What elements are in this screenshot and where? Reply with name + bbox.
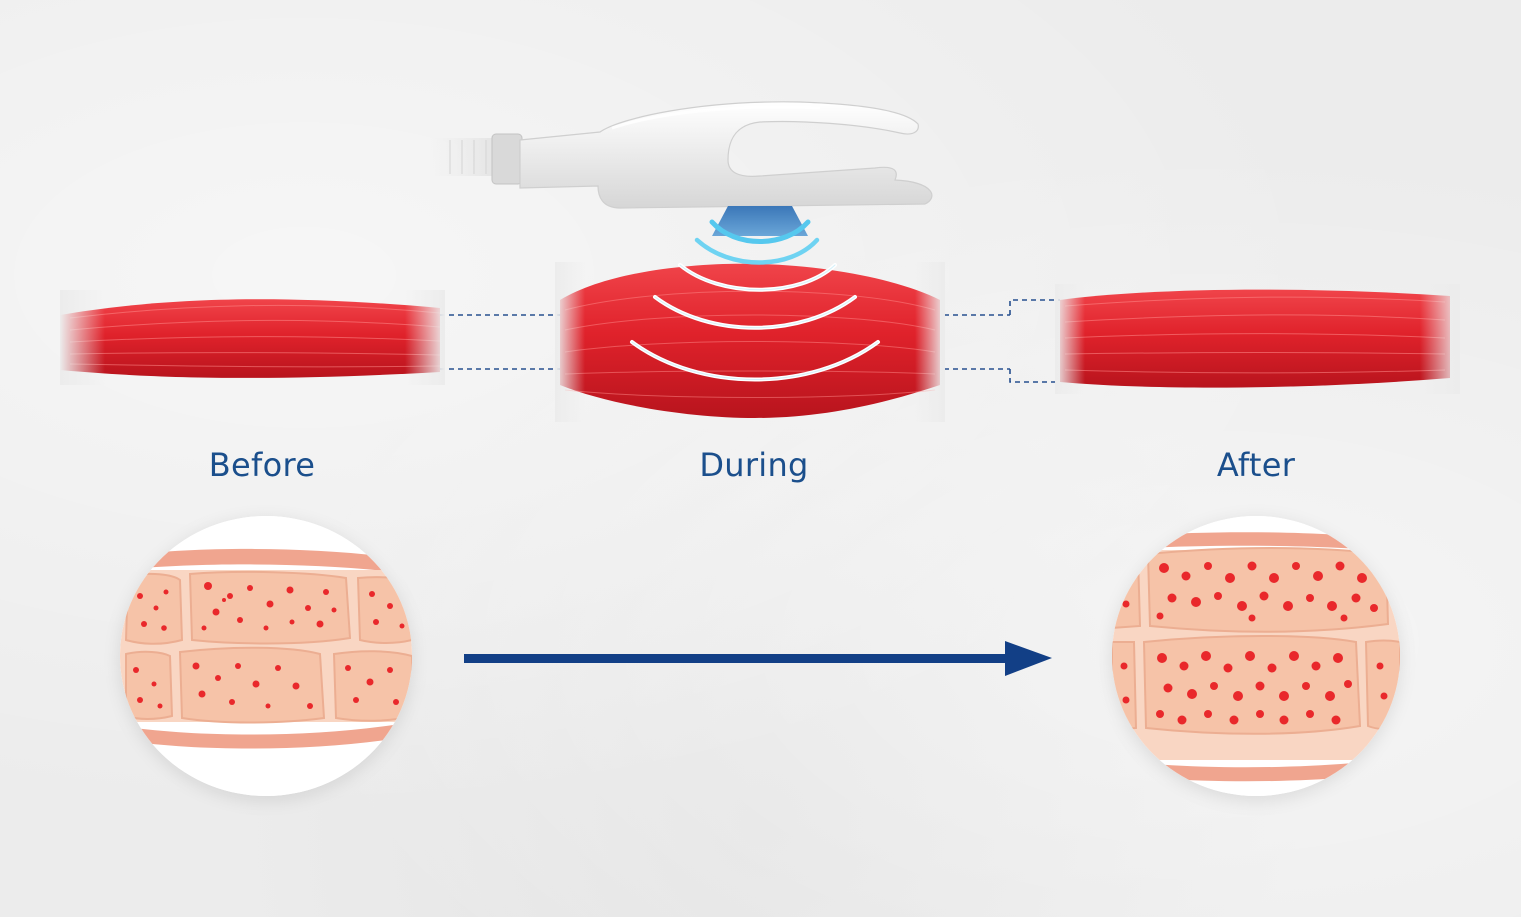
ultrasound-waves bbox=[630, 219, 880, 382]
muscle-before bbox=[60, 290, 445, 385]
stage-label-during: During bbox=[699, 446, 809, 484]
muscle-during bbox=[555, 262, 945, 422]
handpiece-device-icon bbox=[430, 101, 933, 236]
fiber-after-graphic bbox=[1112, 516, 1400, 796]
right-arrow-icon bbox=[464, 641, 1052, 676]
stage-label-after: After bbox=[1216, 446, 1296, 484]
fiber-cross-section-after bbox=[1112, 516, 1400, 796]
muscle-after bbox=[1055, 284, 1460, 394]
fiber-before-graphic bbox=[120, 516, 412, 796]
stage-label-before: Before bbox=[208, 446, 316, 484]
guide-lines bbox=[440, 299, 1060, 383]
fiber-cross-section-before bbox=[120, 516, 412, 796]
